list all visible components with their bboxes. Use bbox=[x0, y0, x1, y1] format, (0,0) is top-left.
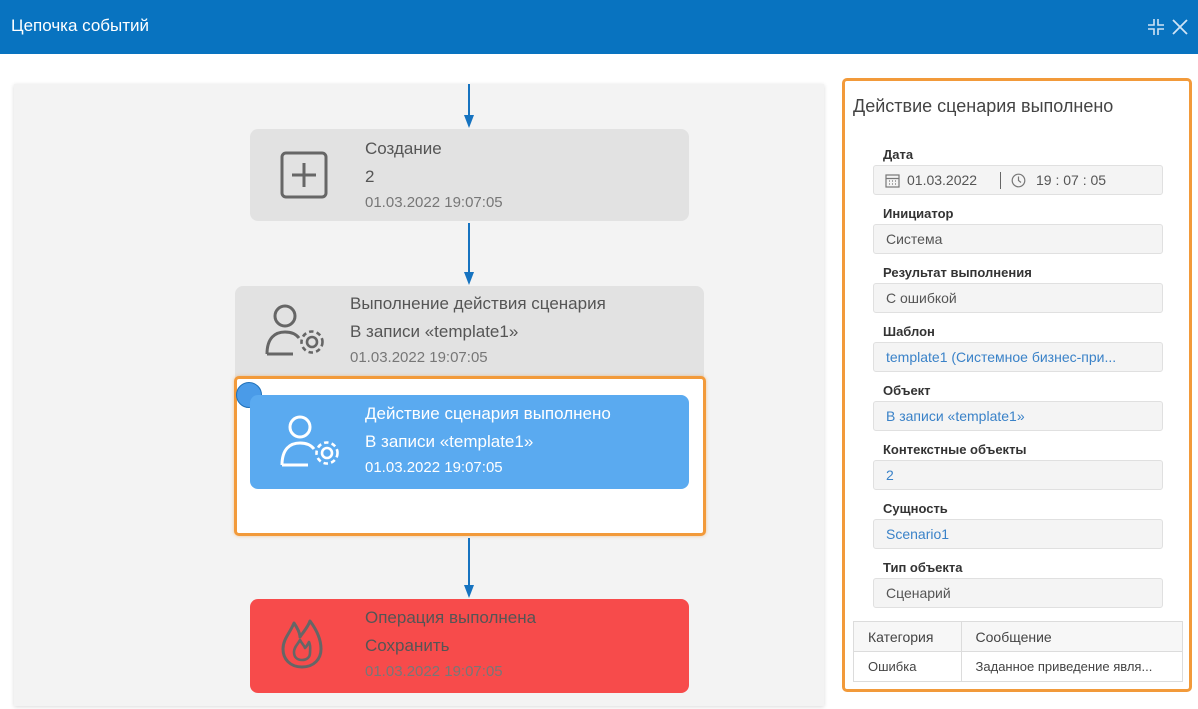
details-title: Действие сценария выполнено bbox=[853, 96, 1114, 116]
column-header-message[interactable]: Сообщение bbox=[960, 621, 1184, 652]
plus-square-icon bbox=[280, 151, 328, 199]
context-objects-label: Контекстные объекты bbox=[883, 442, 1027, 457]
node-subtitle: В записи «template1» bbox=[365, 432, 534, 451]
node-time: 01.03.2022 19:07:05 bbox=[365, 194, 503, 211]
time-value[interactable]: 19 : 07 : 05 bbox=[1036, 172, 1107, 188]
flow-arrow bbox=[464, 84, 474, 128]
node-time: 01.03.2022 19:07:05 bbox=[350, 349, 488, 366]
node-title: Выполнение действия сценария bbox=[350, 294, 606, 313]
node-subtitle: В записи «template1» bbox=[350, 322, 519, 341]
chain-node-creation[interactable]: Создание 2 01.03.2022 19:07:05 bbox=[250, 129, 689, 221]
object-type-field[interactable]: Сценарий bbox=[873, 578, 1163, 608]
entity-link[interactable]: Scenario1 bbox=[873, 519, 1163, 549]
object-label: Объект bbox=[883, 383, 931, 398]
close-icon[interactable] bbox=[1170, 17, 1190, 37]
calendar-icon bbox=[885, 174, 900, 188]
date-label: Дата bbox=[883, 147, 914, 162]
window-title: Цепочка событий bbox=[11, 16, 150, 35]
entity-label: Сущность bbox=[883, 501, 948, 516]
table-row[interactable]: Ошибка Заданное приведение явля... bbox=[853, 651, 1184, 682]
chain-node-scenario-done[interactable]: Действие сценария выполнено В записи «te… bbox=[250, 395, 689, 489]
flow-arrow bbox=[464, 538, 474, 598]
result-label: Результат выполнения bbox=[883, 265, 1032, 280]
event-chain-canvas[interactable]: Создание 2 01.03.2022 19:07:05 Выполнени… bbox=[14, 84, 824, 706]
result-field[interactable]: С ошибкой bbox=[873, 283, 1163, 313]
object-link[interactable]: В записи «template1» bbox=[873, 401, 1163, 431]
node-subtitle: Сохранить bbox=[365, 636, 450, 655]
user-gear-icon bbox=[280, 415, 339, 467]
template-label: Шаблон bbox=[883, 324, 935, 339]
date-separator bbox=[1000, 172, 1001, 189]
context-objects-link[interactable]: 2 bbox=[873, 460, 1163, 490]
details-panel: Действие сценария выполнено Дата 01.03.2… bbox=[842, 78, 1192, 692]
table-header-row: Категория Сообщение bbox=[853, 621, 1184, 652]
node-title: Действие сценария выполнено bbox=[365, 404, 611, 423]
template-link[interactable]: template1 (Системное бизнес-при... bbox=[873, 342, 1163, 372]
node-time: 01.03.2022 19:07:05 bbox=[365, 459, 503, 476]
object-type-label: Тип объекта bbox=[883, 560, 963, 575]
user-gear-icon bbox=[265, 304, 324, 356]
node-subtitle: 2 bbox=[365, 167, 375, 186]
clock-icon bbox=[1011, 173, 1026, 188]
fire-icon bbox=[281, 619, 323, 669]
initiator-label: Инициатор bbox=[883, 206, 954, 221]
flow-arrow bbox=[464, 223, 474, 285]
cell-category: Ошибка bbox=[853, 651, 962, 682]
chain-node-operation[interactable]: Операция выполнена Сохранить 01.03.2022 … bbox=[250, 599, 689, 693]
messages-table: Категория Сообщение Ошибка Заданное прив… bbox=[853, 621, 1184, 682]
column-header-category[interactable]: Категория bbox=[853, 621, 962, 652]
title-bar: Цепочка событий bbox=[0, 0, 1198, 54]
node-title: Создание bbox=[365, 139, 442, 158]
cell-message: Заданное приведение явля... bbox=[960, 651, 1184, 682]
collapse-icon[interactable] bbox=[1146, 17, 1166, 37]
node-time: 01.03.2022 19:07:05 bbox=[365, 663, 503, 680]
date-time-field[interactable]: 01.03.2022 19 : 07 : 05 bbox=[873, 165, 1163, 195]
initiator-field[interactable]: Система bbox=[873, 224, 1163, 254]
date-value[interactable]: 01.03.2022 bbox=[907, 172, 978, 188]
node-title: Операция выполнена bbox=[365, 608, 537, 627]
